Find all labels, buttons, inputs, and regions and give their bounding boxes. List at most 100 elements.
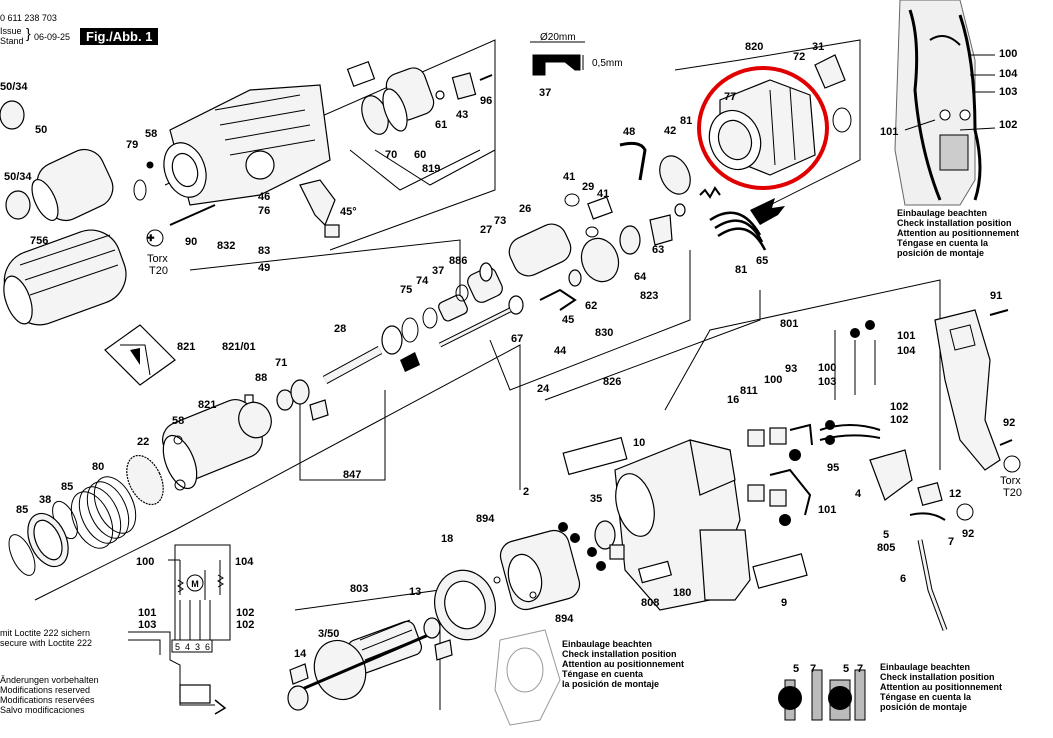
armature <box>287 569 496 711</box>
svg-text:45°: 45° <box>340 206 357 218</box>
svg-text:2: 2 <box>523 486 529 498</box>
svg-text:83: 83 <box>258 245 270 257</box>
svg-text:104: 104 <box>235 556 254 568</box>
svg-text:4: 4 <box>185 642 190 652</box>
svg-text:70: 70 <box>385 149 397 161</box>
part-labels: 50/34 50 50/34 756 79 58 90 46 76 832 83… <box>0 32 1018 675</box>
svg-text:5: 5 <box>793 663 799 675</box>
svg-text:49: 49 <box>258 262 270 274</box>
svg-text:27: 27 <box>480 224 492 236</box>
svg-text:7: 7 <box>857 663 863 675</box>
svg-text:821: 821 <box>177 341 195 353</box>
svg-text:819: 819 <box>422 163 440 175</box>
svg-text:0,5mm: 0,5mm <box>592 58 623 69</box>
svg-text:48: 48 <box>623 126 635 138</box>
issue-label: Issue <box>0 26 22 36</box>
chuck-box-line <box>164 39 496 251</box>
loctite-note: mit Loctite 222 sichern secure with Loct… <box>0 628 93 648</box>
svg-text:M: M <box>191 579 199 589</box>
svg-text:T20: T20 <box>1003 487 1022 499</box>
svg-text:821: 821 <box>198 399 216 411</box>
svg-text:67: 67 <box>511 333 523 345</box>
svg-text:102: 102 <box>236 607 254 619</box>
svg-text:847: 847 <box>343 469 361 481</box>
svg-text:894: 894 <box>476 513 495 525</box>
svg-text:101: 101 <box>818 504 836 516</box>
svg-text:22: 22 <box>137 436 149 448</box>
svg-text:64: 64 <box>634 271 647 283</box>
svg-text:5: 5 <box>843 663 849 675</box>
svg-text:58: 58 <box>145 128 157 140</box>
svg-text:24: 24 <box>537 383 550 395</box>
svg-text:85: 85 <box>61 481 73 493</box>
install-note-motor: Einbaulage beachten Check installation p… <box>562 639 684 689</box>
impact-parts <box>564 141 691 238</box>
svg-text:894: 894 <box>555 613 574 625</box>
svg-text:100: 100 <box>818 362 836 374</box>
svg-text:102: 102 <box>890 401 908 413</box>
brush-group <box>558 320 881 571</box>
stand-label: Stand <box>0 36 24 46</box>
svg-text:808: 808 <box>641 597 659 609</box>
svg-text:79: 79 <box>126 139 138 151</box>
installation-detail-bottom <box>778 669 866 721</box>
cover-820-highlighted <box>697 66 829 190</box>
install-note-top: Einbaulage beachten Check installation p… <box>897 208 1019 258</box>
svg-text:12: 12 <box>949 488 961 500</box>
svg-text:16: 16 <box>727 394 739 406</box>
svg-text:✚: ✚ <box>147 233 155 243</box>
svg-text:95: 95 <box>827 462 839 474</box>
drill-chuck-756 <box>3 229 127 326</box>
svg-text:6: 6 <box>900 573 906 585</box>
svg-text:886: 886 <box>449 255 467 267</box>
cover-box-line <box>674 39 861 211</box>
svg-text:14: 14 <box>294 648 307 660</box>
svg-text:823: 823 <box>640 290 658 302</box>
svg-text:803: 803 <box>350 583 368 595</box>
svg-text:826: 826 <box>603 376 621 388</box>
svg-text:37: 37 <box>432 265 444 277</box>
svg-text:76: 76 <box>258 205 270 217</box>
svg-text:811: 811 <box>740 385 758 397</box>
svg-text:102: 102 <box>236 619 254 631</box>
svg-text:3: 3 <box>195 642 200 652</box>
svg-text:26: 26 <box>519 203 531 215</box>
svg-text:81: 81 <box>735 264 747 276</box>
svg-text:65: 65 <box>756 255 768 267</box>
stator <box>493 520 625 611</box>
svg-text:81: 81 <box>680 115 692 127</box>
svg-text:756: 756 <box>30 235 48 247</box>
svg-text:75: 75 <box>400 284 412 296</box>
springs <box>699 186 785 251</box>
svg-text:93: 93 <box>785 363 797 375</box>
svg-text:832: 832 <box>217 240 235 252</box>
svg-text:77: 77 <box>724 91 736 103</box>
svg-text:60: 60 <box>414 149 426 161</box>
tool-holder <box>162 399 272 490</box>
detail-inset <box>104 324 176 386</box>
clutch-parts <box>346 61 493 135</box>
issue-date: 06-09-25 <box>34 32 71 42</box>
chuck-parts: ✚ <box>0 100 216 326</box>
svg-text:102: 102 <box>999 119 1017 131</box>
front-rings <box>8 454 186 576</box>
svg-text:85: 85 <box>16 504 28 516</box>
modifications-note: Änderungen vorbehalten Modifications res… <box>0 675 99 715</box>
svg-text:90: 90 <box>185 236 197 248</box>
svg-text:38: 38 <box>39 494 51 506</box>
svg-text:42: 42 <box>664 125 676 137</box>
svg-text:Torx: Torx <box>1000 475 1021 487</box>
svg-text:35: 35 <box>590 493 602 505</box>
figure-label: Fig./Abb. 1 <box>80 28 159 45</box>
svg-text:13: 13 <box>409 586 421 598</box>
svg-text:43: 43 <box>456 109 468 121</box>
svg-text:58: 58 <box>172 415 184 427</box>
issue-brace: } <box>26 25 31 41</box>
install-note-bottom: Einbaulage beachten Check installation p… <box>880 662 1002 712</box>
ghost-housing <box>494 629 561 726</box>
svg-text:92: 92 <box>1003 417 1015 429</box>
svg-text:10: 10 <box>633 437 645 449</box>
handle-parts <box>869 309 1021 631</box>
